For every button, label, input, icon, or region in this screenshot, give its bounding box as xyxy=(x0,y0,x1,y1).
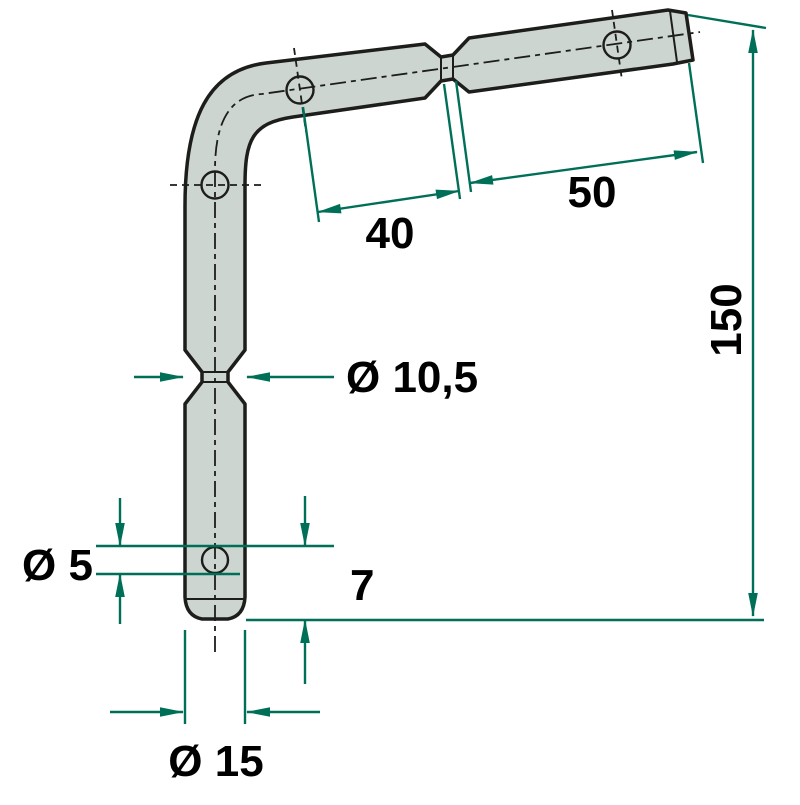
bent-rod-part xyxy=(183,8,695,621)
dim-150-label: 150 xyxy=(702,283,751,356)
dim-40-label: 40 xyxy=(366,209,415,258)
dimension-40: 40 xyxy=(301,83,462,258)
ext-line xyxy=(442,83,462,200)
dimension-hole-diameter: Ø 5 xyxy=(22,498,334,624)
dimension-7: 7 xyxy=(300,496,374,684)
dim-7-label: 7 xyxy=(350,561,374,610)
hole-bend xyxy=(200,170,230,200)
rod-diameter-label: Ø 15 xyxy=(168,737,263,786)
dimension-50: 50 xyxy=(454,62,705,217)
dimension-neck-diameter: Ø 10,5 xyxy=(134,353,478,402)
hole-end xyxy=(602,30,632,60)
hole-crosshair-arm xyxy=(293,47,307,133)
hole-arm xyxy=(285,75,315,105)
centerlines xyxy=(170,9,701,652)
neck-diameter-label: Ø 10,5 xyxy=(346,353,478,402)
main-centerline xyxy=(214,31,701,652)
dimension-150: 150 xyxy=(246,13,767,622)
part-outline xyxy=(183,8,695,621)
ext-line-top xyxy=(687,13,767,30)
ext-line xyxy=(687,62,705,164)
dim-50-label: 50 xyxy=(568,168,617,217)
dimension-rod-diameter: Ø 15 xyxy=(110,630,320,786)
hole-diameter-label: Ø 5 xyxy=(22,541,93,590)
ext-line xyxy=(301,106,321,223)
ext-line xyxy=(454,80,473,193)
dim-line xyxy=(469,150,698,185)
dim-line xyxy=(317,189,460,214)
